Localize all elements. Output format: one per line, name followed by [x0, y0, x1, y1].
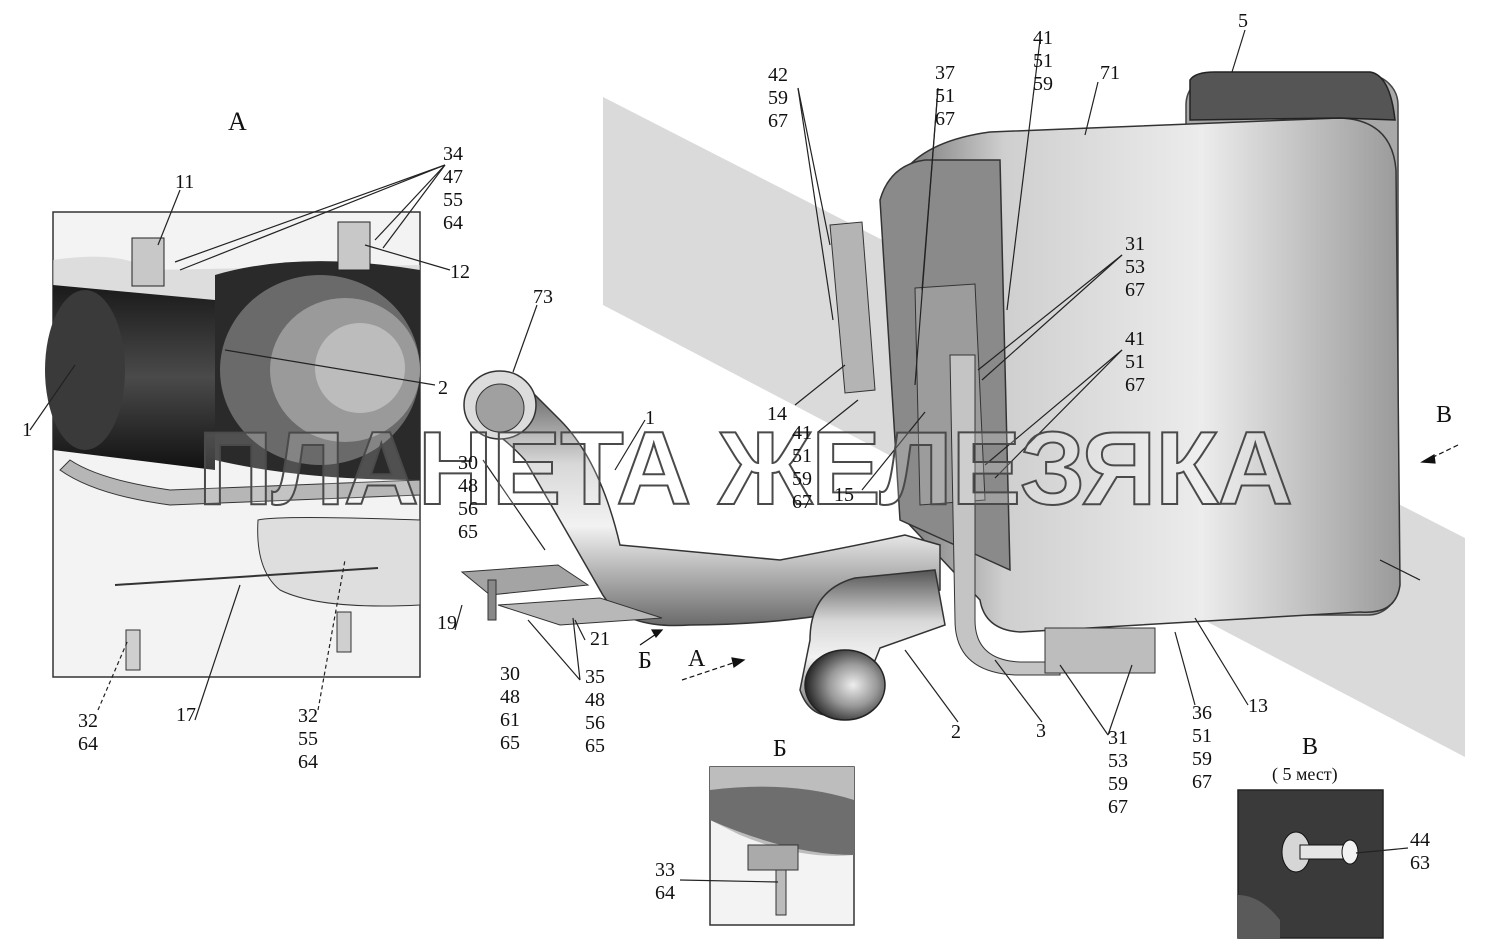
- callout-37-51-67: 37 51 67: [935, 62, 955, 130]
- callout-12: 12: [450, 261, 470, 283]
- callout-5: 5: [1238, 10, 1248, 32]
- callout-1: 1: [645, 407, 655, 429]
- exhaust-pipe-2: [799, 569, 946, 721]
- callout-71: 71: [1100, 62, 1120, 84]
- inset-rod: [59, 459, 421, 506]
- callout-31-53-67: 31 53 67: [1125, 233, 1145, 301]
- watermark: ПЛАНЕТА ЖЕЛЕЗЯКА: [197, 410, 1294, 528]
- view-arrows: [639, 444, 1459, 681]
- view-v-title: В: [1302, 734, 1319, 760]
- bracket-14: [829, 221, 876, 394]
- bolt-32-right: [336, 611, 352, 653]
- view-a-inset: [45, 211, 421, 678]
- arrow-b-label: Б: [638, 648, 652, 674]
- pipe-outlet: [804, 649, 886, 721]
- bolt-32-left: [125, 629, 141, 671]
- muffler-body: [904, 117, 1401, 633]
- callout-31-53-59-67: 31 53 59 67: [1108, 727, 1128, 818]
- callout-44-63: 44 63: [1410, 829, 1430, 874]
- callout-14: 14: [767, 403, 787, 425]
- view-a-title: А: [228, 107, 247, 136]
- view-b-inset: [709, 766, 855, 926]
- callout-41-51-59-67: 41 51 59 67: [792, 422, 812, 513]
- callout-35-48-56-65: 35 48 56 65: [585, 666, 605, 757]
- muffler-top-cap: [1189, 71, 1396, 121]
- bolt-33: [775, 869, 787, 916]
- callout-2: 2: [951, 721, 961, 743]
- muffler-assembly: [829, 71, 1401, 676]
- callout-3: 3: [1036, 720, 1046, 742]
- callout-21: 21: [590, 628, 610, 650]
- callout-73: 73: [533, 286, 553, 308]
- callout-32-64: 32 64: [78, 710, 98, 755]
- callout-15: 15: [834, 484, 854, 506]
- callout-19: 19: [437, 612, 457, 634]
- callout-17: 17: [176, 704, 196, 726]
- view-b-title: Б: [773, 736, 787, 762]
- leader-lines: [29, 29, 1421, 883]
- view-v-inset: [1237, 789, 1384, 939]
- view-v-subtitle: ( 5 мест): [1272, 764, 1338, 784]
- clamp-11: [131, 237, 165, 287]
- callout-33-64: 33 64: [655, 859, 675, 904]
- callout-41-51-59-top: 41 51 59: [1033, 27, 1053, 95]
- plate-21: [497, 597, 663, 626]
- callout-13: 13: [1248, 695, 1268, 717]
- bolt-44: [1299, 844, 1349, 860]
- callout-36-51-59-67: 36 51 59 67: [1192, 702, 1212, 793]
- callout-30-48-56-65: 30 48 56 65: [458, 452, 478, 543]
- callout-11: 11: [175, 171, 195, 193]
- clamp-12: [337, 221, 371, 271]
- callout-42-59-67: 42 59 67: [768, 64, 788, 132]
- bolt-30: [487, 579, 497, 621]
- callout-2-inset: 2: [438, 377, 448, 399]
- callout-1-inset: 1: [22, 419, 32, 441]
- callout-32-55-64: 32 55 64: [298, 705, 318, 773]
- callout-34-47-55-64: 34 47 55 64: [443, 143, 463, 234]
- callout-30-48-61-65: 30 48 61 65: [500, 663, 520, 754]
- plate-19: [460, 564, 590, 596]
- arrow-a-label: А: [688, 646, 706, 672]
- arrow-v-label: В: [1436, 402, 1453, 428]
- bracket-13: [1044, 627, 1156, 674]
- support-pipe-3: [949, 354, 1061, 676]
- callout-41-51-67: 41 51 67: [1125, 328, 1145, 396]
